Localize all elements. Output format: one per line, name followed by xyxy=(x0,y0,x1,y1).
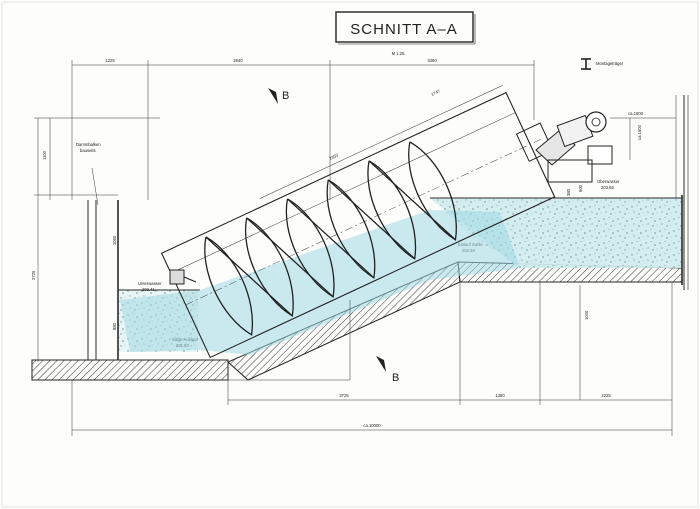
dim-pump-h1: 600 xyxy=(578,184,583,192)
label-dammbalken-1: Dammbalken xyxy=(76,142,101,147)
label-dammbalken-2: bauseits xyxy=(80,148,96,153)
water-fill xyxy=(120,210,520,355)
section-marker-top-label: B xyxy=(282,90,289,102)
scale-label: M 1:25 xyxy=(392,51,405,56)
dammbalken-slot xyxy=(87,167,99,360)
dim-bottom-3: 2225 xyxy=(601,393,611,398)
label-oberwasser: Oberwasser xyxy=(597,179,620,184)
dim-top-2: 2640 xyxy=(233,58,243,63)
section-marker-top xyxy=(268,88,278,104)
lower-bearing xyxy=(169,269,197,285)
top-dimension-chain xyxy=(71,60,535,200)
dim-top-1: 1225 xyxy=(105,58,115,63)
dim-left-v4: 880 xyxy=(112,322,117,330)
screw-flights xyxy=(204,141,457,336)
floor-slab xyxy=(31,359,229,381)
dim-right-v1: ca.1500 xyxy=(637,124,642,140)
label-unterwasser: Unterwasser xyxy=(138,281,162,286)
dim-left-v2: 2725 xyxy=(31,270,36,280)
section-marker-bottom-label: B xyxy=(392,372,399,384)
dim-left-v1: 1100 xyxy=(42,150,47,160)
legend-label: Montageträger xyxy=(596,61,624,66)
dim-right-top: ca.1000 xyxy=(628,111,644,116)
title-box xyxy=(335,11,474,43)
dim-bottom-1: 3725 xyxy=(339,393,349,398)
dim-top-3: 3380 xyxy=(427,58,437,63)
bottom-dimension-chain xyxy=(71,282,673,436)
dim-screw-axis: 2650 xyxy=(328,152,339,161)
dim-left-v3: 1060 xyxy=(112,235,117,245)
right-upper-dims xyxy=(610,95,677,200)
dim-screw-length: 1747 xyxy=(430,88,441,97)
section-marker-bottom xyxy=(376,356,386,372)
value-oberwasser: 203.65 xyxy=(601,185,614,190)
title: SCHNITT A–A xyxy=(350,21,457,38)
left-vertical-dims xyxy=(34,117,160,362)
screw-housing xyxy=(160,85,556,359)
value-unterwasser: 202.41 xyxy=(142,287,155,292)
dim-pump-h2: 380 xyxy=(566,188,571,196)
dim-right-v2: 1040 xyxy=(584,310,589,320)
drive-unit xyxy=(535,111,613,183)
montagetraeger-symbol xyxy=(581,58,591,70)
dim-bottom-2: 1350 xyxy=(495,393,505,398)
dim-total: ca.10000 xyxy=(363,423,381,428)
